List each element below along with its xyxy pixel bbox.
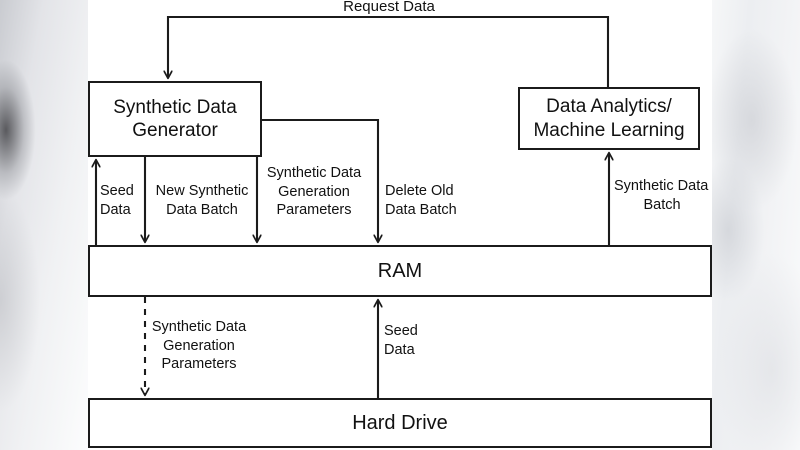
letterbox-backdrop-left xyxy=(0,0,90,450)
node-data-analytics-line1: Data Analytics/ xyxy=(546,96,672,118)
edge-label-sdg-params-to-hard-drive: Synthetic Data Generation Parameters xyxy=(151,319,247,373)
node-synthetic-data-generator-line2: Generator xyxy=(132,120,218,141)
edge-label-request-data: Request Data xyxy=(343,0,435,15)
edge-label-sdg-params-to-ram: Synthetic Data Generation Parameters xyxy=(266,165,362,219)
letterbox-backdrop-right xyxy=(712,0,800,450)
edge-label-seed-data-to-ram: Seed Data xyxy=(384,323,418,358)
node-hard-drive-label: Hard Drive xyxy=(352,411,448,434)
node-ram[interactable]: RAM xyxy=(88,245,712,297)
node-synthetic-data-generator-line1: Synthetic Data xyxy=(113,96,237,118)
node-hard-drive[interactable]: Hard Drive xyxy=(88,398,712,448)
edge-label-new-synthetic-data-batch: New Synthetic Data Batch xyxy=(155,183,249,218)
diagram-content-area xyxy=(88,0,712,450)
node-synthetic-data-generator[interactable]: Synthetic Data Generator xyxy=(88,81,262,157)
node-data-analytics-line2: Machine Learning xyxy=(533,119,685,141)
node-data-analytics-machine-learning[interactable]: Data Analytics/ Machine Learning xyxy=(518,87,700,150)
edge-label-delete-old-data-batch: Delete Old Data Batch xyxy=(385,183,457,218)
node-ram-label: RAM xyxy=(377,259,423,282)
edge-label-seed-data-to-generator: Seed Data xyxy=(100,183,134,218)
edge-label-synthetic-data-batch-to-analytics: Synthetic Data Batch xyxy=(614,178,709,213)
